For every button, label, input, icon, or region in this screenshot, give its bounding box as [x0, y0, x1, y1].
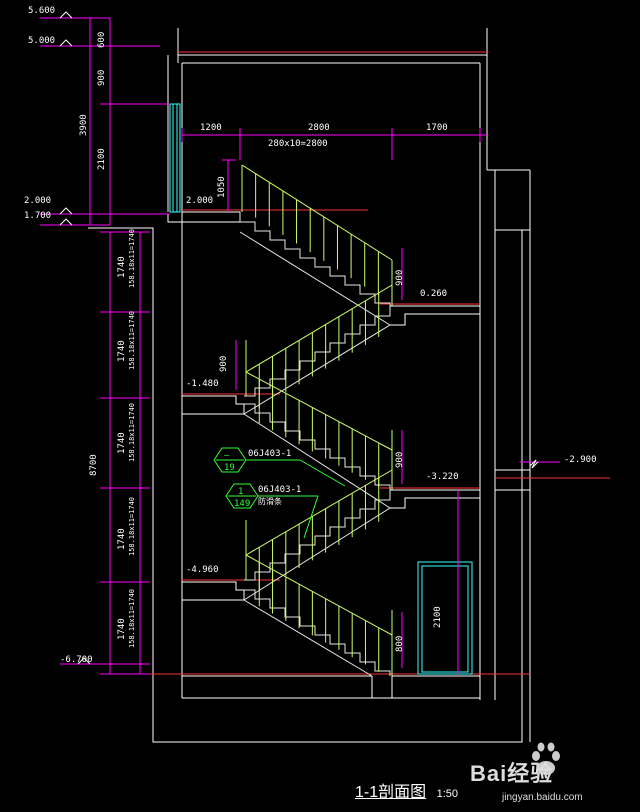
rail-dim-1: 900: [395, 270, 405, 286]
flight-4-spec: 158.18x11=1740: [128, 497, 136, 556]
flight-1-height: 1740: [117, 256, 127, 278]
rail-dim-3: 900: [395, 452, 405, 468]
flight-4-height: 1740: [117, 528, 127, 550]
landing-m3220: -3.220: [426, 472, 459, 482]
paw-icon: [532, 742, 560, 775]
flight-1-spec: 158.18x11=1740: [128, 229, 136, 288]
flight-3-height: 1740: [117, 432, 127, 454]
callout-1-num: —: [224, 451, 230, 461]
drawing-title-block: 1-1剖面图 1:50: [355, 778, 458, 802]
stair-flights: [239, 212, 391, 677]
rail-dim-2: 900: [219, 356, 229, 372]
watermark-url: jingyan.baidu.com: [502, 792, 583, 803]
door-height-dim: 2100: [433, 606, 443, 628]
flight-3-spec: 158.18x11=1740: [128, 403, 136, 462]
landings: [182, 209, 481, 601]
elev-2000: 2.000: [24, 196, 51, 206]
flight-5-spec: 158.18x11=1740: [128, 589, 136, 648]
rail-dim-4: 800: [395, 636, 405, 652]
elev-1700: 1.700: [24, 211, 51, 221]
detail-callout-1: — 19 06J403-1: [213, 447, 346, 487]
door: 2100: [417, 561, 473, 675]
detail-callout-2: 1 149 06J403-1 防滑条: [225, 483, 319, 539]
watermark-brand: Bai经验: [470, 761, 554, 786]
railings: [241, 164, 393, 676]
elevation-labels: 5.600 5.000 2.000 1.700 2.000 0.260 -1.4…: [24, 6, 597, 665]
dim-1050: 1050: [217, 176, 227, 198]
dim-1700: 1700: [426, 123, 448, 133]
outside-m2900: -2.900: [564, 455, 597, 465]
dim-2800: 2800: [308, 123, 330, 133]
flight-2-spec: 158.18x11=1740: [128, 311, 136, 370]
dimensions-left: [40, 11, 170, 675]
flight-2-height: 1740: [117, 340, 127, 362]
callout-2-note: 防滑条: [258, 496, 282, 506]
flight-5-height: 1740: [117, 618, 127, 640]
landing-m4960: -4.960: [186, 565, 219, 575]
drawing-scale: 1:50: [436, 788, 459, 800]
landing-2000: 2.000: [186, 196, 213, 206]
elev-5600: 5.600: [28, 6, 55, 16]
landing-m6700: -6.700: [60, 655, 93, 665]
callout-2-den: 149: [234, 499, 250, 509]
landing-m1480: -1.480: [186, 379, 219, 389]
dim-2100: 2100: [97, 148, 107, 170]
dimension-labels: 600 900 2100 3900 1200 2800 1700 280x10=…: [79, 32, 448, 652]
dim-treads: 280x10=2800: [268, 139, 328, 149]
dim-3900: 3900: [79, 114, 89, 136]
drawing-title: 1-1剖面图: [355, 784, 427, 801]
callout-2-ref: 06J403-1: [258, 485, 301, 495]
dim-900: 900: [97, 70, 107, 86]
elev-5000: 5.000: [28, 36, 55, 46]
landing-0260: 0.260: [420, 289, 447, 299]
dim-8700: 8700: [89, 454, 99, 476]
dim-1200: 1200: [200, 123, 222, 133]
dimensions-top: [181, 128, 560, 674]
callout-1-ref: 06J403-1: [248, 449, 291, 459]
callout-1-den: 19: [224, 463, 235, 473]
callout-2-num: 1: [238, 487, 243, 497]
break-symbol: [529, 459, 539, 469]
dim-600: 600: [97, 32, 107, 48]
